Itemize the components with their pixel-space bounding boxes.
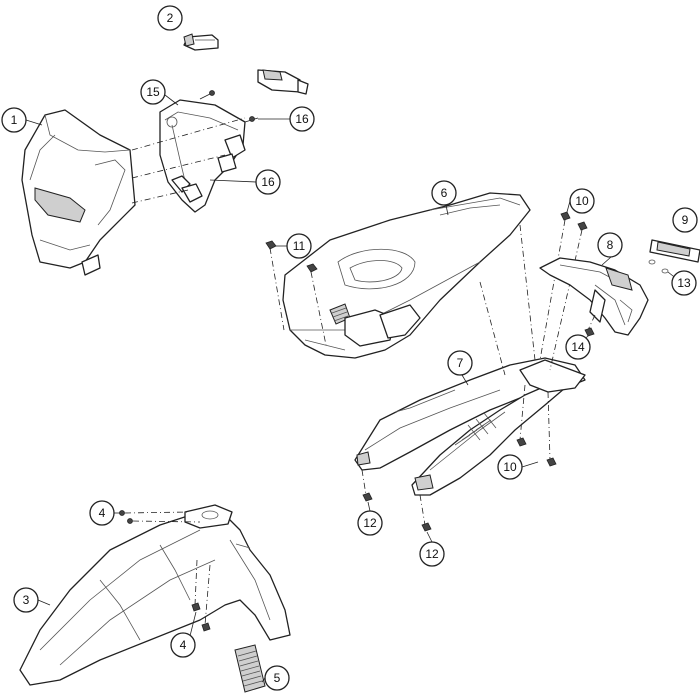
- callout-label: 8: [607, 238, 614, 252]
- callout-label: 14: [571, 340, 585, 354]
- reflector-part[interactable]: [649, 239, 700, 263]
- callout-label: 10: [575, 194, 589, 208]
- leader-10b: [521, 461, 539, 468]
- callout-label: 12: [363, 516, 377, 530]
- leader-16b: [209, 179, 257, 183]
- callout-label: 1: [11, 113, 18, 127]
- callout-label: 11: [293, 239, 306, 253]
- screw-15[interactable]: [199, 90, 215, 100]
- callout-5: 5: [264, 665, 290, 691]
- callout-label: 4: [180, 638, 187, 652]
- leader-4b: [189, 611, 197, 637]
- callout-7: 7: [447, 350, 473, 376]
- headlight-mask-part[interactable]: [21, 109, 136, 276]
- callout-2: 2: [157, 5, 183, 31]
- leader-6: [445, 204, 449, 216]
- callout-10-upper: 10: [569, 188, 595, 214]
- side-panels-part[interactable]: [354, 357, 586, 496]
- leader-12a: [367, 501, 371, 512]
- callout-3: 3: [13, 587, 39, 613]
- callout-label: 9: [682, 213, 689, 227]
- callout-label: 12: [425, 547, 439, 561]
- fender-to-panels-line: [479, 281, 506, 376]
- callout-12-left: 12: [357, 510, 383, 536]
- screw-10-upper-right[interactable]: [549, 221, 588, 371]
- callout-4-upper: 4: [89, 500, 115, 526]
- callout-label: 16: [261, 175, 275, 189]
- callout-9: 9: [672, 207, 698, 233]
- callout-label: 13: [677, 276, 691, 290]
- nut-11-right[interactable]: [306, 263, 327, 346]
- headlight-bracket-part[interactable]: [159, 99, 246, 213]
- protection-strip-part[interactable]: [234, 644, 266, 693]
- leader-15: [164, 94, 179, 106]
- callout-label: 10: [503, 460, 517, 474]
- callout-label: 7: [457, 356, 464, 370]
- nut-11-left[interactable]: [265, 240, 285, 331]
- leader-1: [25, 119, 43, 126]
- callout-13: 13: [671, 270, 697, 296]
- screw-12-left[interactable]: [361, 469, 373, 502]
- callout-4-lower: 4: [170, 632, 196, 658]
- screw-16-upper[interactable]: [244, 116, 259, 123]
- callout-16-upper: 16: [289, 106, 315, 132]
- leader-8: [601, 256, 612, 266]
- callout-label: 6: [441, 186, 448, 200]
- leader-12b: [426, 531, 433, 543]
- callout-14: 14: [565, 334, 591, 360]
- callout-label: 3: [23, 593, 30, 607]
- leader-7: [461, 374, 469, 386]
- callout-1: 1: [1, 107, 27, 133]
- screw-14[interactable]: [584, 314, 596, 337]
- callout-label: 15: [146, 85, 160, 99]
- rear-fender-part[interactable]: [282, 192, 531, 359]
- callout-16-lower: 16: [255, 169, 281, 195]
- callout-6: 6: [431, 180, 457, 206]
- screw-12-right[interactable]: [419, 494, 432, 532]
- callout-11: 11: [286, 233, 312, 259]
- callout-label: 2: [167, 11, 174, 25]
- mask-mount-line-2: [131, 154, 226, 179]
- license-plate-holder-part[interactable]: [539, 257, 649, 336]
- callout-10-lower: 10: [497, 454, 523, 480]
- callout-label: 4: [99, 506, 106, 520]
- callout-label: 5: [274, 671, 281, 685]
- screw-10-upper-left[interactable]: [539, 211, 571, 361]
- callout-label: 16: [295, 112, 309, 126]
- callout-12-right: 12: [419, 541, 445, 567]
- screw-10-lower-right[interactable]: [546, 391, 557, 467]
- callout-15: 15: [140, 79, 166, 105]
- rubber-strap-part[interactable]: [183, 33, 219, 51]
- leader-3: [37, 599, 51, 606]
- screw-4-lower[interactable]: [191, 559, 211, 632]
- mask-mount-line-3: [131, 189, 189, 204]
- callout-8: 8: [597, 232, 623, 258]
- screw-10-lower-left[interactable]: [516, 384, 527, 447]
- fender-to-panels-line-2: [519, 224, 536, 361]
- headlight-connector-part[interactable]: [257, 69, 309, 95]
